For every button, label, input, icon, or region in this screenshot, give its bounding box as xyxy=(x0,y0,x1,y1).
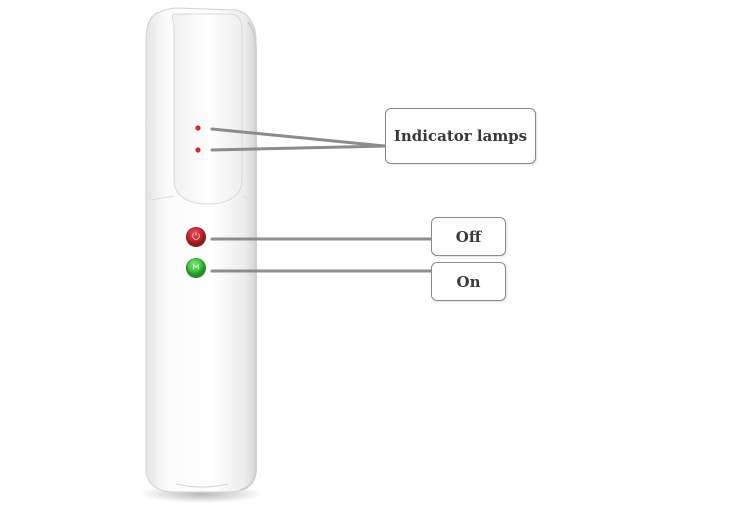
leader-line-indicator-bottom xyxy=(210,144,387,152)
leader-line-indicator-top xyxy=(210,127,387,148)
on-label: On xyxy=(431,262,506,301)
off-label-text: Off xyxy=(455,227,482,246)
on-button[interactable] xyxy=(186,258,206,278)
indicator-lamps-label: Indicator lamps xyxy=(385,108,536,164)
off-label: Off xyxy=(431,217,506,256)
indicator-panel xyxy=(149,13,255,205)
indicator-lamps-label-text: Indicator lamps xyxy=(393,127,528,145)
off-button[interactable] xyxy=(186,227,206,247)
m-icon xyxy=(193,263,199,270)
indicator-lamp-top xyxy=(195,125,201,131)
on-label-text: On xyxy=(456,272,481,291)
power-icon xyxy=(192,231,200,240)
indicator-lamp-bottom xyxy=(195,147,201,153)
